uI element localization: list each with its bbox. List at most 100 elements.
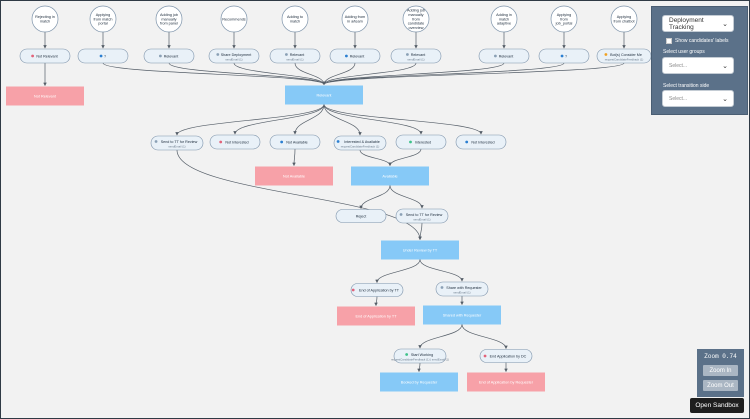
state-node-label: Under Review by TT [403, 248, 438, 252]
event-node-label: ? [565, 54, 567, 58]
event-node[interactable]: End of Application by TT [350, 283, 404, 297]
edge-e19-t6 [374, 296, 378, 307]
edge-e4-t2 [233, 62, 326, 86]
event-node[interactable]: ? [538, 48, 590, 64]
status-dot-icon [409, 140, 412, 144]
event-node-action: sendEmail (1) [453, 290, 470, 294]
event-node[interactable]: Relevant [329, 48, 381, 64]
source-node[interactable]: Recommends [220, 5, 248, 33]
transition-side-placeholder: Select... [669, 95, 688, 102]
state-node[interactable]: Shared with Requester [423, 305, 501, 325]
edge-e10-t2 [322, 62, 625, 86]
event-node-label: Not Relevant [36, 54, 57, 58]
state-node-label: Relevant [317, 93, 333, 97]
status-dot-icon [399, 213, 403, 216]
edge-t7-e22 [461, 324, 508, 350]
chevron-down-icon: ⌄ [722, 95, 728, 103]
transition-side-select[interactable]: Select... ⌄ [662, 90, 734, 107]
event-node-label: Relevant [290, 53, 305, 57]
event-node[interactable]: Bot(s) Consider MerequestCandidateFeedba… [596, 48, 652, 64]
status-dot-icon [406, 53, 409, 56]
transition-side-label: Select transition side [663, 83, 710, 89]
event-node[interactable]: End Application by DC [479, 349, 533, 363]
state-node-label: End of Application by Requester [479, 380, 534, 384]
zoom-out-button[interactable]: Zoom Out [703, 380, 738, 391]
event-node-label: Interested [415, 140, 431, 144]
status-dot-icon [99, 54, 103, 58]
open-sandbox-button[interactable]: Open Sandbox [690, 398, 744, 413]
status-dot-icon [440, 286, 444, 289]
state-node[interactable]: End of Application by TT [337, 306, 415, 326]
status-dot-icon [31, 54, 34, 58]
event-node-action: sendEmail (1) [168, 144, 185, 148]
edge-t2-e16 [323, 104, 483, 135]
event-node[interactable]: Not Interested [455, 134, 507, 150]
edge-e3-t2 [168, 62, 326, 86]
status-dot-icon [351, 288, 355, 292]
edge-t2-e13 [293, 104, 325, 135]
event-node[interactable]: ? [77, 48, 129, 64]
event-node-label: Not Available [286, 140, 307, 144]
state-node[interactable]: End of Application by Requester [467, 372, 545, 392]
event-node[interactable]: Relevant [143, 48, 195, 64]
event-node[interactable]: Relevant [478, 48, 530, 64]
status-dot-icon [560, 54, 564, 58]
event-node[interactable]: Interested [395, 134, 447, 150]
state-node[interactable]: Not Available [255, 166, 333, 186]
zoom-in-button[interactable]: Zoom In [703, 365, 738, 376]
zoom-level: Zoom 0.74 [704, 353, 737, 360]
edge-t5-e20 [419, 259, 464, 282]
state-node[interactable]: Not Relevant [6, 86, 84, 106]
event-node[interactable]: Not Relevant [19, 48, 71, 64]
edge-e7-t2 [322, 62, 417, 86]
event-node[interactable]: Reject [335, 209, 387, 223]
workflow-select-value: Deployment Tracking [669, 16, 704, 31]
event-node[interactable]: Not Available [269, 134, 321, 150]
edge-e18-t5 [418, 222, 423, 241]
status-dot-icon [345, 54, 348, 58]
workflow-select[interactable]: Deployment Tracking ⌄ [662, 15, 734, 32]
status-dot-icon [154, 140, 158, 143]
state-node[interactable]: Relevant [285, 85, 363, 105]
show-labels-checkbox[interactable] [666, 38, 672, 44]
state-node[interactable]: Under Review by TT [381, 240, 459, 260]
user-groups-select[interactable]: Select... ⌄ [662, 57, 734, 74]
state-node[interactable]: Available [351, 166, 429, 186]
edge-e2-t2 [102, 62, 326, 86]
state-node[interactable]: Booked by Requester [380, 372, 458, 392]
event-node[interactable]: Not Interested [209, 134, 261, 150]
edge-t4-e18 [389, 185, 424, 209]
event-node-label: Relevant [499, 54, 514, 58]
state-node-label: Booked by Requester [401, 380, 438, 384]
event-node[interactable]: Interested & AvailablerequestCandidateFe… [333, 135, 387, 151]
status-dot-icon [483, 354, 487, 358]
event-node-label: Not Interested [225, 140, 248, 144]
